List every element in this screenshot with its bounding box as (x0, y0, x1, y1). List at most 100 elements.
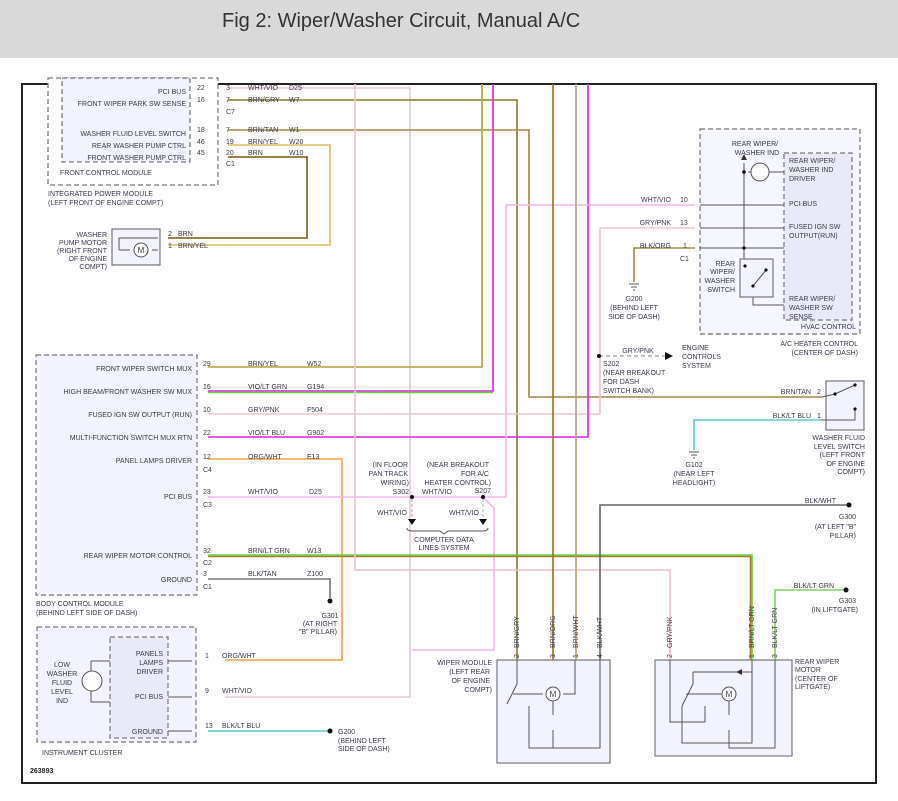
arrow-icon (741, 154, 747, 160)
pin-number: 7 (226, 127, 230, 134)
ground-g200-hvac: G200 (BEHIND LEFT SIDE OF DASH) (608, 283, 660, 321)
label: WASHER SW (789, 305, 833, 312)
ground-location: (IN LIFTGATE) (811, 607, 858, 614)
wire-color: BRN/LT GRN (749, 606, 756, 648)
wire-color: VIO/LT GRN (248, 384, 287, 391)
pin-label: GROUND (161, 577, 192, 584)
label: PUMP MOTOR (59, 240, 107, 247)
indicator-lamp-icon (81, 670, 103, 692)
wire-color: BLK/LT BLU (222, 723, 260, 730)
ground-location: (AT RIGHT (303, 621, 338, 628)
pin-number: 2 (168, 231, 172, 238)
pin-number: 13 (205, 723, 213, 730)
pin-number: 1 (683, 243, 687, 250)
pin-number: 19 (226, 139, 234, 146)
label: PCI BUS (789, 201, 817, 208)
circuit-id: D25 (289, 85, 302, 92)
label: FLUID (52, 680, 72, 687)
pin-label: MULTI-FUNCTION SWITCH MUX RTN (70, 435, 192, 442)
wire-color: GRY/PNK (667, 616, 674, 648)
circuit-id: W52 (307, 361, 322, 368)
label: SWITCH (707, 287, 735, 294)
label: COMPT) (837, 469, 865, 476)
pin-number: 7 (226, 97, 230, 104)
wire-color: ORG/WHT (222, 653, 257, 660)
label: COMPT) (79, 264, 107, 271)
module-name: INTEGRATED POWER MODULE (48, 191, 153, 198)
wire-color: GRY/PNK (622, 348, 654, 355)
figure-title: Fig 2: Wiper/Washer Circuit, Manual A/C (222, 10, 581, 32)
label: SENSE (789, 314, 813, 321)
label: (CENTER OF (795, 676, 838, 683)
pin-number: 1 (817, 413, 821, 420)
wire-color: BRN/ORG (550, 615, 557, 648)
pin-number: 10 (680, 197, 688, 204)
label: REAR WIPER/ (732, 141, 778, 148)
wire-color: BLK/LT BLU (773, 413, 811, 420)
label: CONTROLS (682, 354, 721, 361)
wire-color: BRN/TAN (781, 389, 811, 396)
label: OF ENGINE (826, 461, 865, 468)
circuit-id: F504 (307, 407, 323, 414)
label: REAR WIPER/ (789, 296, 835, 303)
pin-number: 16 (203, 384, 211, 391)
module-location: (LEFT FRONT OF ENGINE COMPT) (48, 200, 163, 207)
ground-id: G200 (338, 729, 355, 736)
pin-label: WASHER FLUID LEVEL SWITCH (80, 131, 186, 138)
pin-label: FRONT WIPER SWITCH MUX (96, 366, 192, 373)
wire-color: BRN (178, 231, 193, 238)
wire-color: WHT/VIO (248, 85, 278, 92)
wire-color: BLK/TAN (248, 571, 277, 578)
label: PAN TRACK (369, 471, 409, 478)
ground-icon (629, 283, 639, 291)
ground-id: G102 (685, 462, 702, 469)
wire-blk-wht (599, 504, 848, 660)
label: IND (56, 698, 68, 705)
pin-label: REAR WIPER MOTOR CONTROL (84, 553, 192, 560)
motor-letter: M (550, 690, 557, 699)
wire-color: BLK/LT GRN (772, 608, 779, 648)
label: WIPER MODULE (437, 660, 492, 667)
wire-color: WHT/VIO (422, 489, 452, 496)
label: COMPT) (464, 687, 492, 694)
wire-e13 (208, 458, 343, 661)
pin-number: 32 (203, 548, 211, 555)
label: WASHER (705, 278, 735, 285)
ground-id: G301 (321, 613, 338, 620)
circuit-id: W13 (307, 548, 322, 555)
wire-w13-stripe (208, 555, 752, 660)
circuit-id: D25 (309, 489, 322, 496)
label: REAR WIPER/ (789, 158, 835, 165)
pin-number: 23 (203, 489, 211, 496)
pin-number: 1 (205, 653, 209, 660)
connector-id: C1 (203, 584, 212, 591)
pin-number: 29 (203, 361, 211, 368)
connector-id: C4 (203, 467, 212, 474)
ground-g102: G102 (NEAR LEFT HEADLIGHT) (673, 451, 715, 487)
pin-number: 22 (203, 430, 211, 437)
module-location: (CENTER OF DASH) (792, 350, 859, 357)
label: WIPER/ (710, 269, 735, 276)
connector-id: C1 (226, 161, 235, 168)
circuit-id: Z100 (307, 571, 323, 578)
wire-color: ORG/WHT (248, 454, 283, 461)
connector-id: C3 (203, 502, 212, 509)
wire-z100 (208, 578, 331, 598)
module-name: A/C HEATER CONTROL (780, 341, 858, 348)
rear-wiper-motor: M 2 GRY/PNK 1 BRN/LT GRN 3 BLK/LT GRN RE… (654, 606, 839, 757)
pin-label: GROUND (132, 729, 163, 736)
label: SYSTEM (682, 363, 711, 370)
splice-id: S302 (393, 489, 409, 496)
pin-label: PANELS (136, 651, 163, 658)
wire-color: WHT/VIO (222, 688, 252, 695)
wire-color: BLK/LT GRN (794, 583, 834, 590)
ground-location: HEADLIGHT) (673, 480, 715, 487)
led-indicator-icon (750, 162, 770, 182)
ac-heater-control: REAR WIPER/ WASHER IND REAR WIPER/ WASHE… (640, 128, 861, 357)
pin-number: 18 (197, 127, 205, 134)
pin-number: 22 (197, 85, 205, 92)
module-name: FRONT CONTROL MODULE (60, 170, 152, 177)
wire-w13 (208, 554, 753, 660)
label: WASHER FLUID (812, 435, 865, 442)
label: WASHER IND (735, 150, 779, 157)
